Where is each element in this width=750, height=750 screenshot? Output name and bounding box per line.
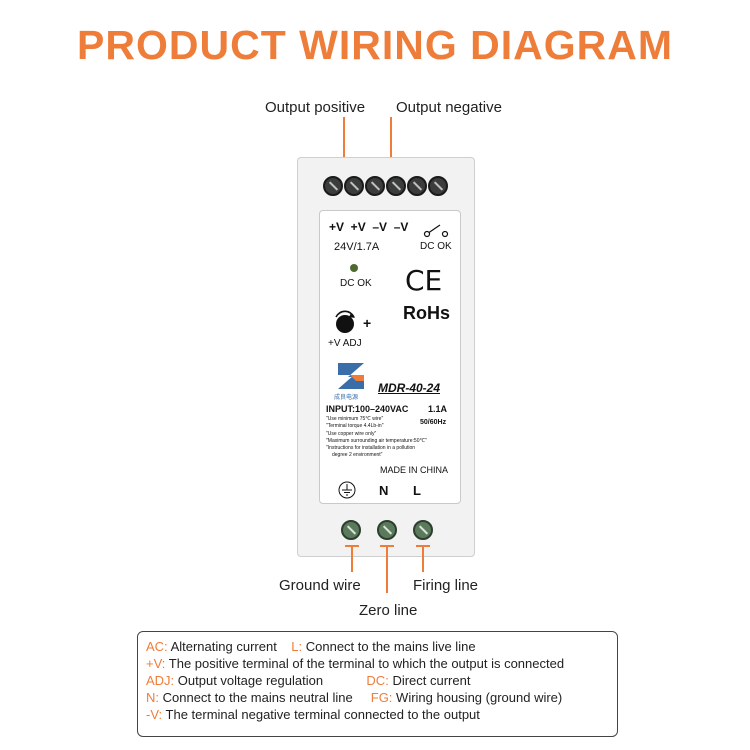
output-negative-label: Output negative: [396, 99, 502, 116]
legend-key: AC:: [146, 639, 168, 654]
product-label-panel: +V +V –V –V 24V/1.7A DC OK DC OK CE RoHs…: [319, 210, 461, 504]
input-rating: INPUT:100–240VAC: [326, 404, 409, 414]
led-label: DC OK: [340, 278, 372, 289]
live-terminal-label: L: [413, 483, 421, 498]
legend-key: N:: [146, 690, 159, 705]
ce-mark: CE: [405, 264, 443, 297]
voltage-adjust-knob-icon: [336, 315, 354, 333]
terminal-screw-icon: [323, 176, 343, 196]
terminal-screw-icon: [341, 520, 361, 540]
ground-wire-label: Ground wire: [279, 577, 361, 594]
terminal-polarity-labels: +V +V –V –V: [329, 220, 409, 234]
spec-note: "Instructions for installation in a poll…: [326, 445, 416, 451]
input-frequency: 50/60Hz: [420, 419, 447, 426]
legend-row: +V: The positive terminal of the termina…: [146, 655, 609, 672]
brand-text: 成良电源: [334, 395, 359, 401]
legend-row: -V: The terminal negative terminal conne…: [146, 706, 609, 723]
abbreviation-legend: AC: Alternating current L: Connect to th…: [137, 631, 618, 737]
adjust-plus-sign: +: [363, 315, 372, 331]
adjust-label: +V ADJ: [328, 338, 362, 349]
firing-line-leader: [422, 545, 424, 572]
ground-wire-leader: [351, 545, 353, 572]
terminal-screw-icon: [413, 520, 433, 540]
legend-text: Connect to the mains neutral line: [162, 690, 353, 705]
switch-icon: [423, 224, 449, 238]
switch-label: DC OK: [420, 241, 452, 252]
input-current: 1.1A: [428, 404, 448, 414]
model-number: MDR-40-24: [378, 381, 441, 395]
legend-text: The terminal negative terminal connected…: [165, 707, 480, 722]
legend-text: Alternating current: [170, 639, 277, 654]
spec-note: "Use copper wire only": [326, 431, 377, 437]
legend-key: +V:: [146, 656, 166, 671]
legend-key: L:: [291, 639, 303, 654]
zero-line-label: Zero line: [359, 602, 418, 619]
legend-text: The positive terminal of the terminal to…: [168, 656, 565, 671]
legend-key: ADJ:: [146, 673, 175, 688]
spec-note: "Terminal torque 4.4Lb-in": [326, 423, 384, 429]
output-positive-label: Output positive: [265, 99, 366, 116]
legend-key: -V:: [146, 707, 163, 722]
legend-text: Wiring housing (ground wire): [396, 690, 563, 705]
terminal-screw-icon: [344, 176, 364, 196]
power-supply-housing: +V +V –V –V 24V/1.7A DC OK DC OK CE RoHs…: [297, 157, 475, 557]
output-terminal-block: [323, 176, 448, 196]
terminal-screw-icon: [386, 176, 406, 196]
terminal-screw-icon: [428, 176, 448, 196]
legend-key: DC:: [366, 673, 389, 688]
legend-text: Direct current: [392, 673, 471, 688]
legend-row: ADJ: Output voltage regulation DC: Direc…: [146, 672, 609, 689]
output-positive-leader: [343, 117, 345, 172]
made-in-label: MADE IN CHINA: [380, 465, 449, 475]
spec-note: "Maximum surrounding air temperature:50℃…: [326, 438, 427, 444]
dc-ok-led-icon: [350, 264, 358, 272]
terminal-screw-icon: [365, 176, 385, 196]
terminal-screw-icon: [377, 520, 397, 540]
zero-line-leader: [386, 545, 388, 593]
legend-text: Connect to the mains live line: [305, 639, 476, 654]
ground-symbol-icon: [338, 481, 356, 499]
legend-text: Output voltage regulation: [177, 673, 324, 688]
legend-key: FG:: [370, 690, 393, 705]
spec-note: "Use minimum 75℃ wire": [326, 416, 384, 422]
rohs-mark: RoHs: [403, 303, 451, 323]
spec-note: degree 2 environment": [332, 452, 383, 458]
legend-row: N: Connect to the mains neutral line FG:…: [146, 689, 609, 706]
firing-line-label: Firing line: [413, 577, 479, 594]
input-terminal-block: [341, 520, 433, 540]
output-negative-leader: [390, 117, 392, 172]
page-title: PRODUCT WIRING DIAGRAM: [77, 22, 673, 68]
terminal-screw-icon: [407, 176, 427, 196]
brand-logo-icon: [338, 363, 364, 389]
output-rating: 24V/1.7A: [334, 241, 380, 253]
legend-row: AC: Alternating current L: Connect to th…: [146, 638, 609, 655]
neutral-terminal-label: N: [379, 483, 389, 498]
